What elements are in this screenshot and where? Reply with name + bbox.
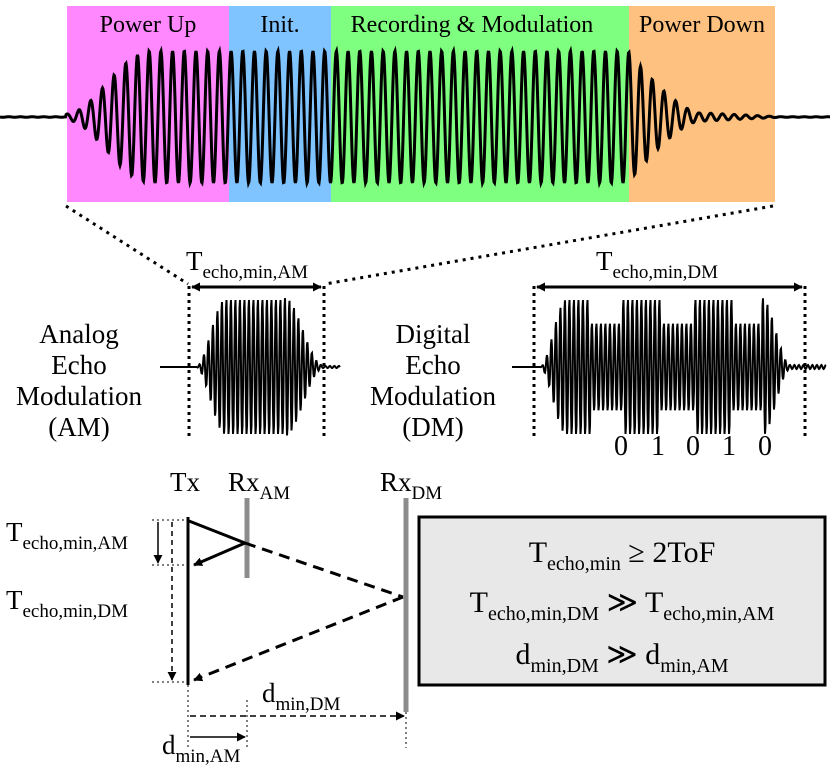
t-dm-label: Techo,min,DM bbox=[6, 585, 128, 622]
analog-caption-line-1: Analog bbox=[39, 319, 118, 349]
analog-span-label: Techo,min,AM bbox=[186, 246, 308, 283]
rx-dm-label: RxDM bbox=[380, 467, 442, 504]
phase-labels: Power Up Init. Recording & Modulation Po… bbox=[100, 12, 765, 38]
timing-diagram: Tx RxAM RxDM Techo,min,AM Techo,min,DM bbox=[6, 467, 442, 767]
zoom-line-right bbox=[324, 204, 774, 286]
phase-label-power-down: Power Down bbox=[639, 12, 765, 38]
zoom-line-left bbox=[65, 204, 189, 286]
digital-caption-line-4: (DM) bbox=[402, 412, 464, 442]
digital-caption-line-3: Modulation bbox=[370, 381, 496, 411]
d-dm-label: dmin,DM bbox=[262, 678, 341, 715]
relation-line-3: dmin,DM ≫ dmin,AM bbox=[515, 638, 728, 677]
relations-box: Techo,min ≥ 2ToF Techo,min,DM ≫ Techo,mi… bbox=[417, 515, 827, 687]
analog-caption-line-3: Modulation bbox=[16, 381, 142, 411]
analog-caption-line-4: (AM) bbox=[48, 412, 110, 442]
analog-caption-line-2: Echo bbox=[51, 350, 106, 380]
relations-box-frame bbox=[417, 515, 827, 687]
am-return-path bbox=[193, 541, 246, 567]
rx-am-label: RxAM bbox=[228, 467, 290, 504]
dm-outgoing-path bbox=[244, 541, 404, 599]
relation-line-2: Techo,min,DM ≫ Techo,min,AM bbox=[470, 586, 775, 625]
bit-label: 0 bbox=[614, 431, 628, 462]
am-outgoing-path bbox=[188, 519, 246, 545]
dm-return-path bbox=[193, 595, 404, 682]
digital-caption-line-2: Echo bbox=[405, 350, 460, 380]
bit-label: 0 bbox=[758, 431, 772, 462]
bit-label: 0 bbox=[686, 431, 700, 462]
digital-echo-waveform bbox=[512, 298, 827, 435]
phase-label-init: Init. bbox=[260, 12, 299, 38]
analog-echo-waveform bbox=[160, 298, 341, 436]
digital-caption: Digital Echo Modulation (DM) bbox=[370, 319, 496, 442]
bit-label: 1 bbox=[651, 431, 665, 462]
relation-line-1: Techo,min ≥ 2ToF bbox=[529, 536, 716, 575]
tx-label: Tx bbox=[170, 467, 200, 497]
digital-caption-line-1: Digital bbox=[396, 319, 471, 349]
phase-label-power-up: Power Up bbox=[100, 12, 197, 38]
main-echo-waveform bbox=[0, 45, 830, 189]
phase-label-recording: Recording & Modulation bbox=[351, 12, 594, 38]
t-am-label: Techo,min,AM bbox=[6, 517, 128, 554]
analog-caption: Analog Echo Modulation (AM) bbox=[16, 319, 142, 442]
d-am-label: dmin,AM bbox=[162, 730, 241, 767]
digital-bits: 0 1 0 1 0 bbox=[614, 431, 772, 462]
bit-label: 1 bbox=[722, 431, 736, 462]
digital-span-label: Techo,min,DM bbox=[596, 246, 718, 283]
